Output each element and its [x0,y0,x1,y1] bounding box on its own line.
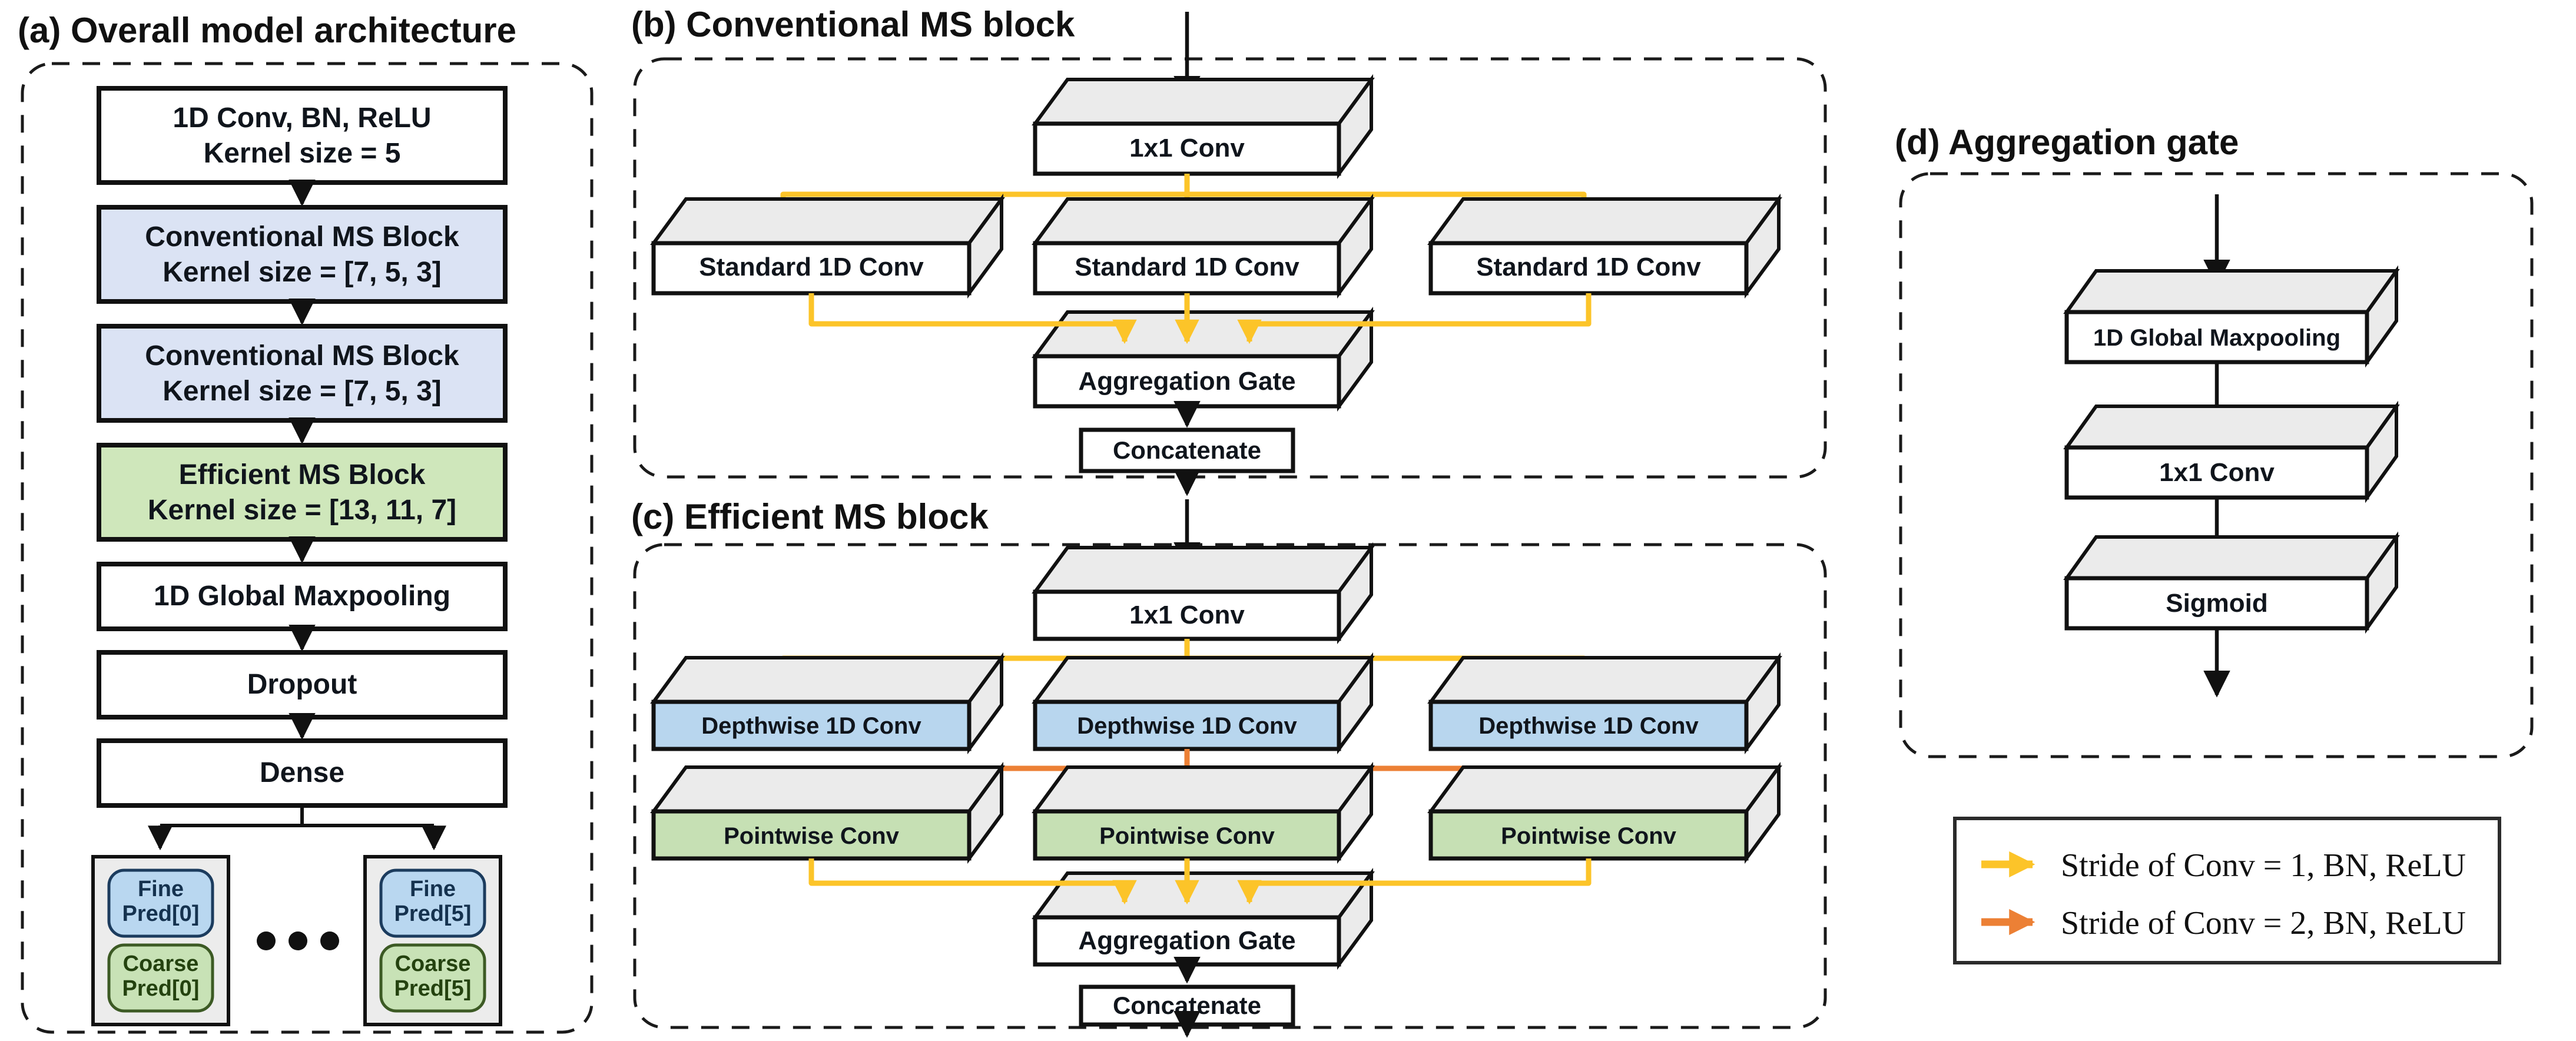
box-conv-ms2-line1: Conventional MS Block [145,340,459,372]
slab-c-1x1-label: 1x1 Conv [1129,601,1245,629]
slab-c-1x1-conv: 1x1 Conv [1032,542,1375,645]
slab-standard-right-label: Standard 1D Conv [1476,253,1701,281]
slab-pointwise-right-label: Pointwise Conv [1501,823,1677,849]
box-eff-ms-line1: Efficient MS Block [179,459,426,490]
c-concatenate-label: Concatenate [1113,992,1261,1019]
coarse-pred-5-line2: Pred[5] [394,976,472,1001]
panel-d-dashed-border [1899,172,2534,758]
slab-b-1x1-label: 1x1 Conv [1129,134,1245,163]
slab-pointwise-center: Pointwise Conv [1032,761,1375,864]
panel-c-dashed-border [633,543,1827,1029]
box-dropout-label: Dropout [247,669,357,700]
slab-d-1x1-conv: 1x1 Conv [2063,400,2400,503]
box-conv-ms1-line1: Conventional MS Block [145,221,459,253]
slab-pointwise-center-label: Pointwise Conv [1099,823,1275,849]
box-1d-conv-line1: 1D Conv, BN, ReLU [173,102,431,134]
box-dense-label: Dense [260,757,344,788]
slab-d-1x1-label: 1x1 Conv [2159,458,2275,487]
b-yellow-out-right [1237,293,1592,344]
slab-standard-conv-left: Standard 1D Conv [650,193,1005,299]
box-dropout [97,650,508,720]
coarse-pred-5-line1: Coarse [395,952,471,976]
slab-standard-center-label: Standard 1D Conv [1075,253,1299,281]
slab-b-aggregation-gate: Aggregation Gate [1032,306,1375,412]
box-global-maxpooling [97,562,508,631]
legend-box [1953,817,2501,964]
slab-d-sigmoid-label: Sigmoid [2166,589,2268,618]
b-yellow-out-left [808,293,1137,344]
panel-b-title: (b) Conventional MS block [631,5,1075,44]
coarse-pred-0-line1: Coarse [123,952,199,976]
slab-standard-left-label: Standard 1D Conv [699,253,924,281]
box-conventional-ms-1 [97,205,508,304]
slab-pointwise-left-label: Pointwise Conv [724,823,900,849]
box-conventional-ms-2 [97,324,508,423]
box-conv-ms1-line2: Kernel size = [7, 5, 3] [163,257,442,288]
coarse-pred-0-line2: Pred[0] [122,976,200,1001]
slab-standard-conv-center: Standard 1D Conv [1032,193,1375,299]
slab-c-gate-label: Aggregation Gate [1078,926,1295,955]
slab-b-gate-label: Aggregation Gate [1078,367,1295,396]
branch-line [160,805,434,827]
slab-depthwise-right-label: Depthwise 1D Conv [1478,713,1699,739]
slab-d-sigmoid: Sigmoid [2063,531,2400,634]
slab-depthwise-center-label: Depthwise 1D Conv [1077,713,1297,739]
fine-pred-5-line2: Pred[5] [394,901,472,926]
fine-pred-0-line1: Fine [138,877,184,901]
slab-d-maxpooling-label: 1D Global Maxpooling [2093,325,2340,351]
slab-depthwise-left: Depthwise 1D Conv [650,652,1005,755]
slab-depthwise-center: Depthwise 1D Conv [1032,652,1375,755]
panel-b-dashed-border [633,57,1827,479]
slab-b-1x1-conv: 1x1 Conv [1032,74,1375,180]
legend-item-stride1: Stride of Conv = 1, BN, ReLU [2061,847,2466,884]
slab-pointwise-left: Pointwise Conv [650,761,1005,864]
box-conv-ms2-line2: Kernel size = [7, 5, 3] [163,376,442,407]
c-concatenate-box [1079,984,1295,1027]
box-global-maxpooling-label: 1D Global Maxpooling [154,581,450,612]
ellipsis-dots [257,931,339,950]
box-1d-conv-line2: Kernel size = 5 [204,138,401,169]
b-concatenate-label: Concatenate [1113,436,1261,464]
box-eff-ms-line2: Kernel size = [13, 11, 7] [148,495,456,526]
slab-standard-conv-right: Standard 1D Conv [1427,193,1782,299]
coarse-pred-0-box [107,943,214,1013]
slab-d-maxpooling: 1D Global Maxpooling [2063,265,2400,368]
c-yellow-out-left [808,858,1137,905]
panel-c-title: (c) Efficient MS block [631,497,989,536]
panel-a-dashed-border [21,62,594,1034]
fine-pred-5-line1: Fine [410,877,456,901]
fine-pred-0-box [107,868,214,938]
slab-pointwise-right: Pointwise Conv [1427,761,1782,864]
coarse-pred-5-box [379,943,486,1013]
fine-pred-5-box [379,868,486,938]
legend-item-stride2: Stride of Conv = 2, BN, ReLU [2061,905,2466,941]
fine-pred-0-line2: Pred[0] [122,901,200,926]
panel-d-title: (d) Aggregation gate [1895,122,2239,162]
panel-a-title: (a) Overall model architecture [18,11,516,50]
slab-depthwise-right: Depthwise 1D Conv [1427,652,1782,755]
c-yellow-out-right [1237,858,1592,905]
slab-c-aggregation-gate: Aggregation Gate [1032,867,1375,970]
slab-depthwise-left-label: Depthwise 1D Conv [701,713,921,739]
